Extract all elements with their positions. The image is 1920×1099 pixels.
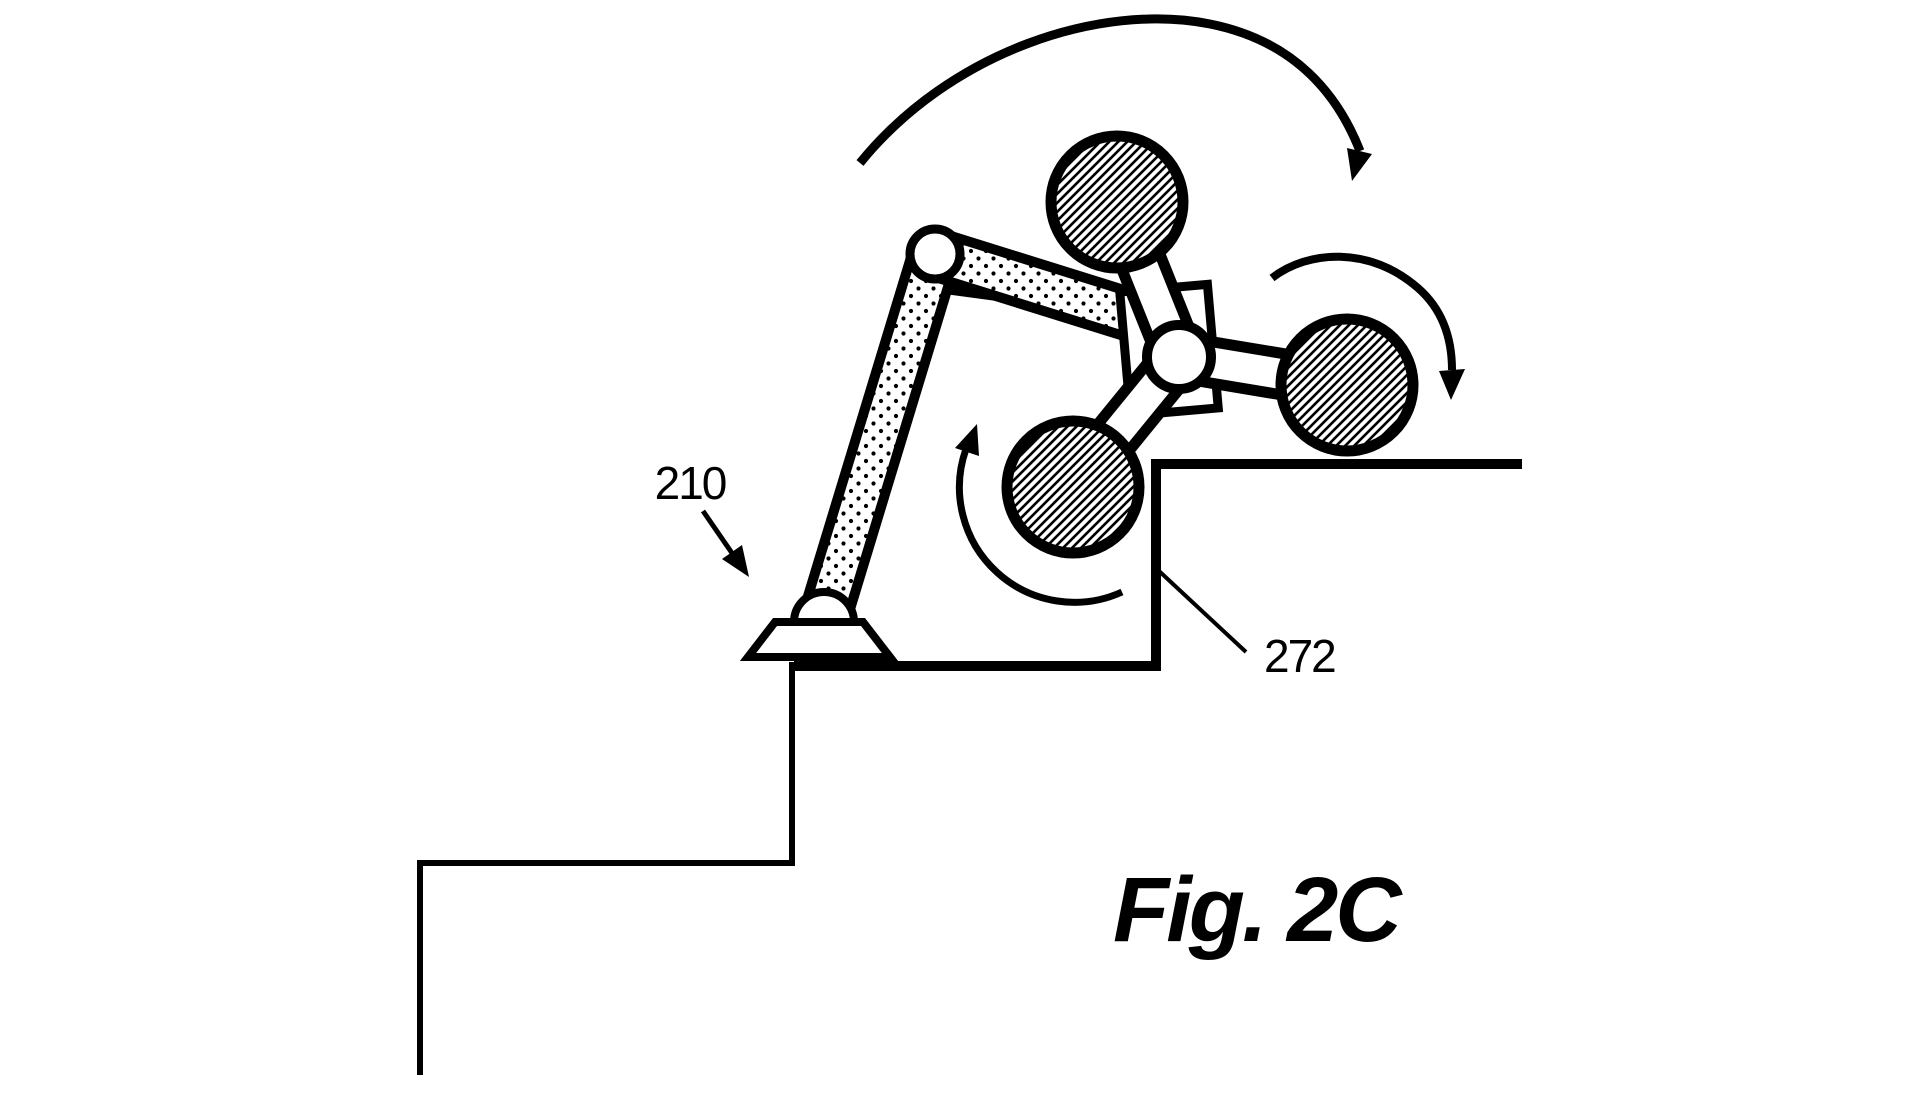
arrowhead-top-icon (1347, 148, 1372, 181)
wheel-lower (1001, 415, 1145, 559)
stairs-lower-outline (417, 662, 795, 1075)
elbow-joint (905, 224, 965, 284)
figure-caption: Fig. 2C (1113, 859, 1403, 961)
label-272: 272 (1264, 630, 1335, 682)
arm-upper-segment (926, 228, 1149, 344)
rotation-arrow-top (856, 14, 1372, 181)
wheel-right (1275, 313, 1419, 457)
arrowhead-lower-icon (955, 424, 979, 456)
hub-joint (1142, 320, 1216, 394)
label-210-arrow (700, 509, 749, 577)
base-pivot-dome (789, 588, 859, 626)
label-210-arrowhead-icon (722, 545, 749, 577)
arrowhead-right-icon (1439, 369, 1465, 400)
label-210: 210 (655, 457, 726, 509)
stairs-upper-outline (794, 459, 1522, 671)
rotation-arrow-right (1269, 252, 1465, 400)
label-272-leader (1157, 569, 1248, 654)
arm-lower-segment (802, 246, 961, 614)
rotation-arrow-lower (955, 424, 1124, 606)
base-plate (739, 618, 899, 661)
wheel-top (1045, 130, 1189, 274)
